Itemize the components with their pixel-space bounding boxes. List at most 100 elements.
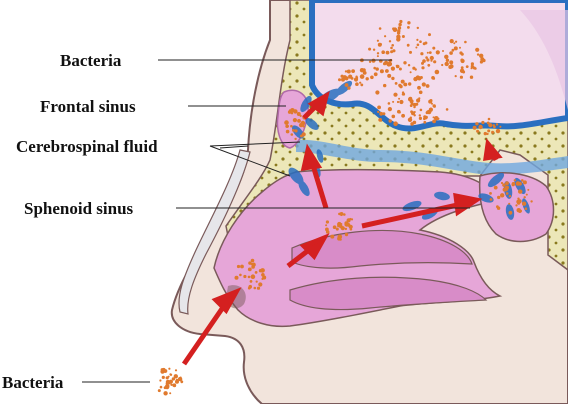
- bacteria-dot: [340, 226, 345, 231]
- bacteria-dot: [339, 238, 342, 241]
- bacteria-dot: [408, 96, 413, 101]
- bacteria-dot: [349, 217, 352, 221]
- bacteria-dot: [432, 116, 435, 119]
- bacteria-dot: [292, 118, 297, 123]
- bacteria-dot: [376, 55, 379, 58]
- bacteria-dot: [251, 259, 254, 262]
- bacteria-dot: [344, 76, 349, 81]
- bacteria-dot: [351, 69, 355, 73]
- bacteria-dot: [382, 112, 386, 116]
- bacteria-dot: [240, 264, 244, 269]
- bacteria-dot: [398, 97, 401, 100]
- bacteria-dot: [424, 115, 428, 119]
- bacteria-dot: [415, 46, 418, 49]
- bacteria-dot: [413, 111, 416, 113]
- bacteria-dot: [399, 19, 403, 24]
- bacteria-dot: [344, 70, 348, 73]
- nasal-cartilage: [178, 149, 251, 315]
- bacteria-dot: [482, 58, 486, 63]
- arrow-head-nostril: [211, 287, 242, 315]
- arrow-head-sphenoid-up: [483, 138, 503, 162]
- brain: [309, 0, 568, 132]
- bacteria-dot: [442, 50, 444, 52]
- bacteria-dot: [383, 83, 387, 88]
- arrow-head-cavity: [299, 233, 330, 261]
- bacteria-dot: [527, 188, 530, 191]
- bacteria-dot: [297, 119, 301, 123]
- bacteria-dot: [421, 82, 426, 87]
- bacteria-dot: [284, 120, 289, 125]
- bacteria-dot: [359, 81, 362, 84]
- bacteria-dot: [489, 198, 493, 201]
- bacteria-dot: [425, 84, 430, 88]
- bacteria-dot: [398, 22, 402, 27]
- bacteria-dot: [387, 61, 393, 67]
- bacteria-dot: [503, 186, 509, 192]
- bacteria-dot: [392, 100, 395, 103]
- bacteria-dot: [346, 69, 351, 74]
- bacteria-dot: [387, 73, 392, 78]
- bacteria-dot: [435, 50, 440, 55]
- bacteria-dot: [285, 129, 290, 134]
- bacteria-dot: [250, 262, 253, 265]
- bacteria-dot: [408, 82, 412, 86]
- bacteria-dot: [459, 68, 465, 74]
- bacteria-dot: [385, 69, 389, 73]
- label-frontal-sinus: Frontal sinus: [40, 97, 136, 116]
- bacteria-dot: [465, 65, 469, 68]
- bacteria-dot: [419, 76, 423, 79]
- bacteria-dot: [472, 125, 477, 130]
- bacteria-dot: [475, 47, 480, 52]
- bacteria-dot: [451, 48, 455, 52]
- label-bacteria-top: Bacteria: [60, 51, 122, 70]
- bacteria-dot: [401, 113, 405, 118]
- bacteria-dot: [409, 116, 412, 119]
- bacteria-dot: [391, 44, 395, 47]
- bacteria-dot: [423, 120, 427, 124]
- bacteria-dot: [376, 52, 380, 55]
- bacteria-dot: [287, 110, 292, 114]
- bacteria-cluster-entry: [157, 367, 184, 396]
- bacteria-dot: [355, 82, 359, 86]
- bacteria-dot: [412, 102, 417, 107]
- bacteria-dot: [399, 99, 404, 105]
- arrow-nostril-entry: [181, 298, 231, 366]
- bacteria-dot: [424, 41, 428, 45]
- bacteria-dot: [518, 181, 522, 186]
- bacteria-dot: [488, 123, 493, 128]
- bacteria-dot: [253, 286, 257, 290]
- bacteria-dot: [165, 382, 168, 385]
- bacteria-cluster-frontal: [284, 108, 307, 141]
- bacteria-dot: [418, 90, 423, 95]
- bacteria-dot: [359, 68, 365, 73]
- bacteria-dot: [390, 66, 395, 71]
- bacteria-dot: [426, 109, 432, 115]
- bacteria-dot: [377, 110, 380, 114]
- bacteria-dot: [487, 129, 491, 133]
- bacteria-dot: [293, 109, 298, 114]
- bacteria-dot: [388, 40, 392, 43]
- bacteria-dot: [410, 110, 413, 114]
- bacteria-dot: [412, 120, 417, 125]
- bacteria-dot: [487, 117, 491, 121]
- bacteria-cluster-ethmoid: [325, 212, 354, 241]
- bacteria-dot: [459, 75, 463, 79]
- bacteria-dot: [523, 196, 526, 199]
- bacteria-dot: [359, 74, 365, 79]
- bacteria-dot: [390, 46, 393, 50]
- bacteria-dot: [455, 40, 458, 43]
- bacteria-dot: [511, 182, 516, 186]
- bacteria-dot: [285, 124, 289, 128]
- bacteria-dot: [344, 227, 348, 231]
- bacteria-dot: [159, 385, 163, 389]
- bacteria-dot: [236, 264, 241, 269]
- bacteria-dot: [400, 79, 405, 84]
- bacteria-dot: [407, 26, 410, 29]
- bacteria-dot: [394, 82, 398, 85]
- bacteria-dot: [479, 125, 482, 128]
- bacteria-dot: [398, 67, 402, 71]
- bacteria-dot: [294, 137, 297, 141]
- bacteria-dot: [254, 271, 258, 274]
- bacteria-dot: [481, 120, 485, 125]
